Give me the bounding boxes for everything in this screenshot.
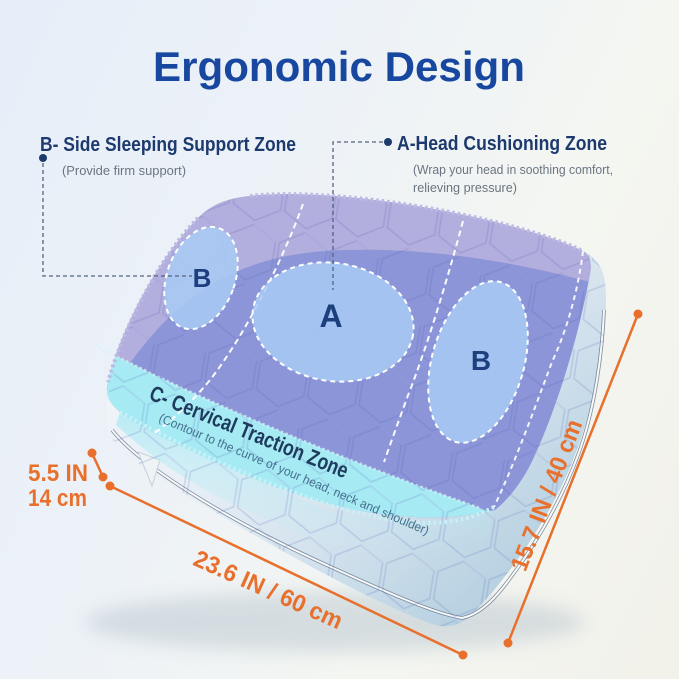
zone-b-left-letter: B	[193, 263, 212, 293]
dim-height-cm: 14 cm	[28, 485, 87, 512]
dim-depth-dot-bottom	[503, 638, 513, 648]
dim-length-dot-end	[458, 650, 468, 660]
top-edge-trim	[249, 192, 584, 253]
zone-a-label: A-Head Cushioning Zone	[397, 133, 607, 155]
zone-a-ellipse	[251, 261, 415, 383]
right-face-trim	[493, 250, 584, 508]
zone-b-left-ellipse	[163, 225, 239, 331]
zone-divider-left	[154, 203, 304, 434]
dim-length-line	[109, 484, 464, 657]
dim-height-in: 5.5 IN	[28, 460, 88, 487]
dim-height-dot-top	[87, 448, 97, 458]
zone-b-callout-dot	[39, 154, 47, 162]
left-edge-trim	[106, 216, 200, 383]
zone-a-letter: A	[319, 298, 342, 334]
zone-b-label: B- Side Sleeping Support Zone	[40, 134, 296, 156]
page-title: Ergonomic Design	[153, 43, 525, 90]
front-edge-trim	[119, 410, 495, 525]
zone-a-callout-line	[332, 141, 383, 290]
zone-a-sublabel-1: (Wrap your head in soothing comfort,	[413, 162, 613, 177]
dim-height-dot-bottom	[98, 472, 108, 482]
zone-b-right-letter: B	[471, 345, 491, 376]
zone-a-callout-dot	[384, 138, 392, 146]
zone-b-right-ellipse	[427, 280, 529, 444]
dim-length-dot-start	[105, 481, 115, 491]
dim-depth-dot-top	[633, 309, 643, 319]
zone-b-callout-line	[42, 163, 192, 277]
zone-a-sublabel-2: relieving pressure)	[413, 180, 517, 195]
zone-divider-right	[383, 220, 464, 463]
dim-depth-line	[506, 313, 640, 644]
zone-b-sublabel: (Provide firm support)	[62, 163, 186, 178]
